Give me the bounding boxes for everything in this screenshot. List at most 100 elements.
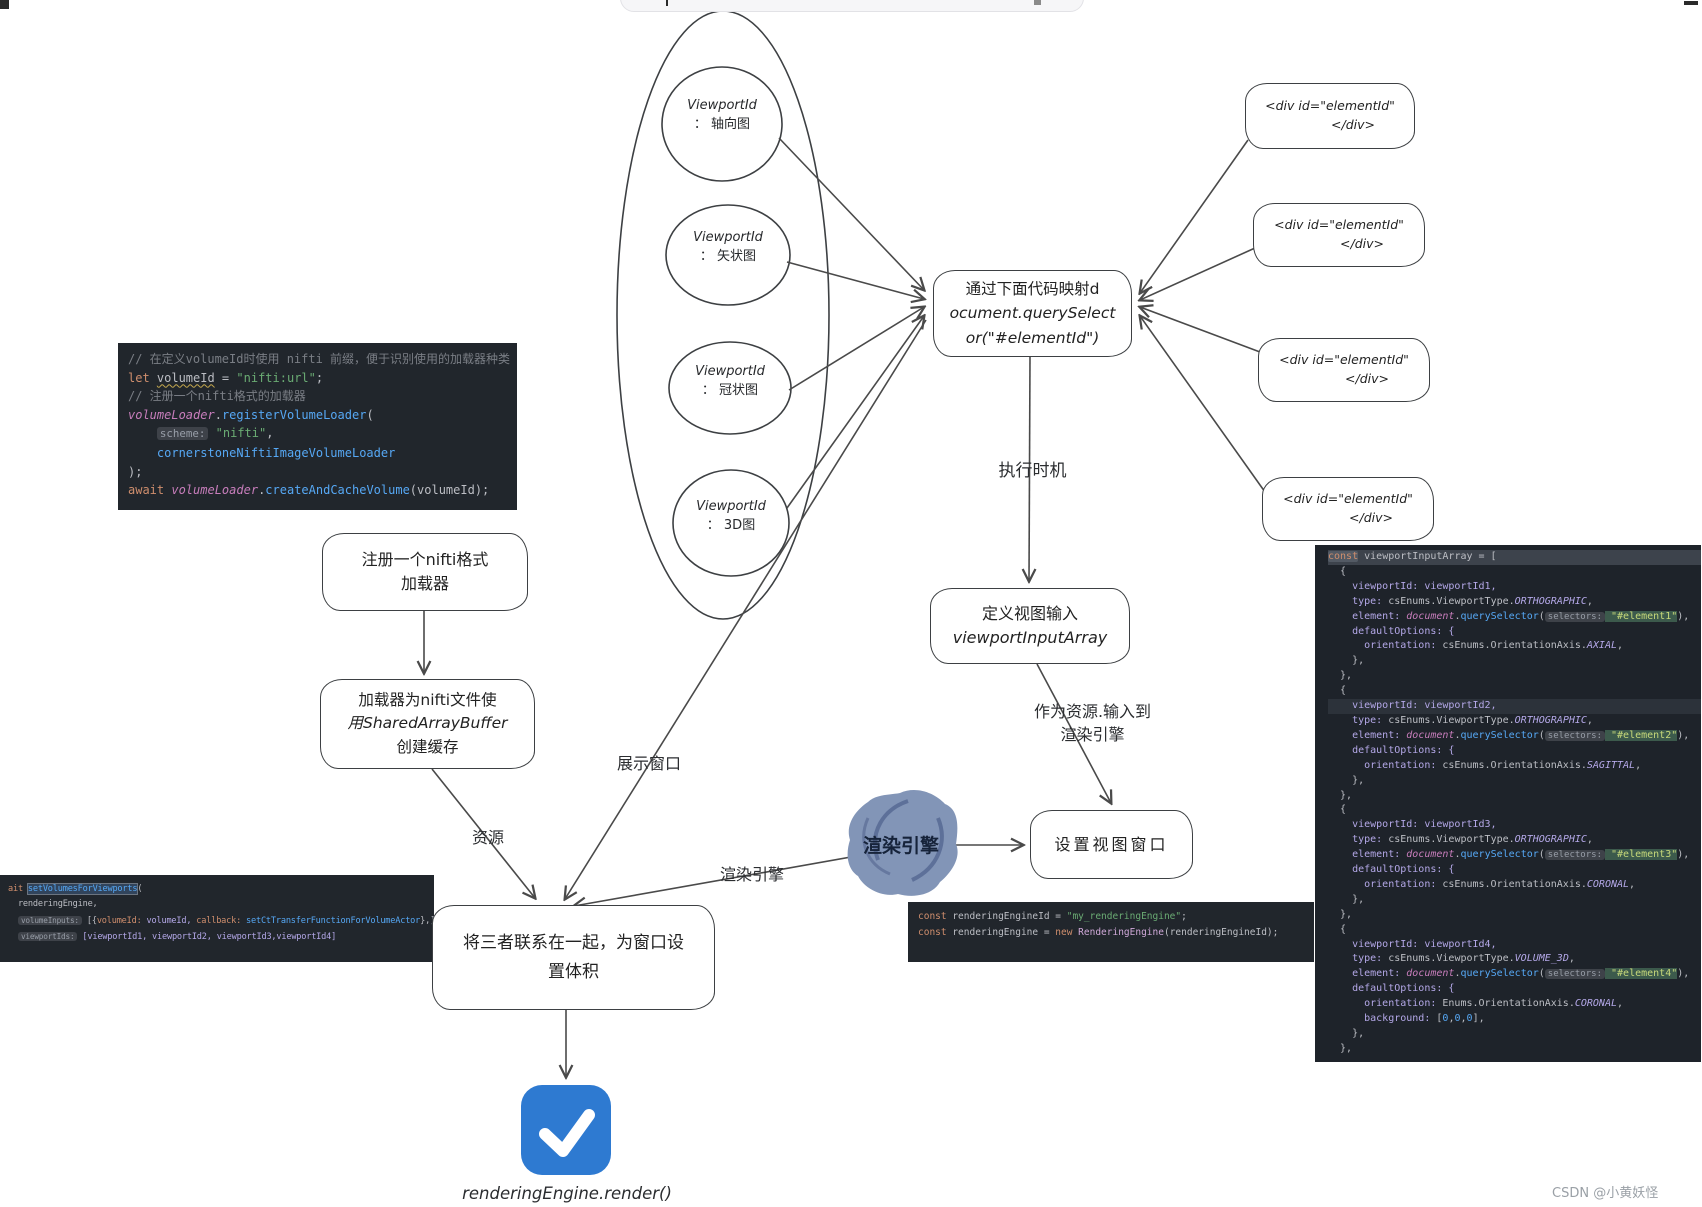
- node-line: viewportInputArray: [952, 628, 1108, 647]
- node-set-viewport-window: 设置视图窗口: [1030, 810, 1193, 879]
- viewport-circle-axial-label: ViewportId ： 轴向图: [662, 98, 782, 132]
- element-div-box-1: <div id="elementId" </div>: [1245, 83, 1415, 149]
- code-line: },: [1328, 1028, 1365, 1039]
- code-line: },: [1328, 908, 1353, 920]
- code-line: },: [1328, 655, 1365, 667]
- find-bar-control[interactable]: [1034, 0, 1041, 5]
- code-line: scheme: "nifti",: [128, 424, 507, 444]
- code-line: viewportId: viewportId4,: [1328, 938, 1497, 950]
- code-line: );: [128, 464, 143, 479]
- code-line: viewportId: viewportId3,: [1328, 819, 1497, 831]
- code-line: element: document.querySelector(selector…: [1328, 610, 1690, 622]
- code-line: },: [1328, 774, 1365, 786]
- node-register-nifti-loader: 注册一个nifti格式 加载器: [322, 533, 528, 611]
- code-line: type: csEnums.ViewportType.ORTHOGRAPHIC,: [1328, 595, 1593, 607]
- label-display-window: 展示窗口: [616, 754, 681, 773]
- circle-sagittal: [665, 204, 791, 306]
- label-resource: 资源: [471, 828, 504, 847]
- label-line: 渲染引擎: [1060, 725, 1125, 745]
- code-line: {: [1328, 685, 1347, 697]
- viewport-id-text: ViewportId: [695, 364, 765, 379]
- code-line: ait setVolumesForViewports(: [8, 883, 143, 895]
- corner-artifact-left: [0, 0, 9, 9]
- code-line: cornerstoneNiftiImageVolumeLoader: [156, 445, 396, 460]
- code-line: orientation: csEnums.OrientationAxis.SAG…: [1328, 759, 1642, 771]
- code-line: // 在定义volumeId时使用 nifti 前缀，便于识别使用的加载器种类: [128, 352, 511, 366]
- viewport-circle-coronal-label: ViewportId ： 冠状图: [670, 364, 790, 398]
- label-as-resource: 作为资源.输入到 渲染引擎: [1015, 700, 1170, 746]
- code-line: viewportIds: [viewportId1, viewportId2, …: [8, 929, 426, 945]
- circle-3d: [672, 469, 790, 577]
- div-open-tag: <div id="elementId": [1265, 98, 1395, 114]
- div-close-tag: </div>: [1345, 371, 1389, 386]
- code-panel-viewport-input-array: const viewportInputArray = [ { viewportI…: [1315, 545, 1701, 1062]
- node-define-viewport-input: 定义视图输入 viewportInputArray: [930, 588, 1130, 664]
- code-line: },: [1328, 893, 1365, 905]
- div-close-tag: </div>: [1331, 117, 1375, 132]
- label-render-call: renderingEngine.render(): [462, 1184, 672, 1203]
- code-line: element: document.querySelector(selector…: [1328, 849, 1690, 861]
- viewport-circle-sagittal-label: ViewportId ： 矢状图: [668, 230, 788, 264]
- code-line: let volumeId = "nifti:url";: [128, 370, 324, 385]
- node-line: 注册一个nifti格式: [361, 550, 489, 569]
- find-bar[interactable]: [620, 0, 1084, 12]
- code-line: {: [1328, 804, 1347, 816]
- node-line: or("#elementId"): [965, 328, 1100, 347]
- csdn-watermark: CSDN @小黄妖怪: [1552, 1186, 1659, 1201]
- viewport-kind-text: ： 冠状图: [701, 383, 759, 398]
- code-line: },: [1328, 670, 1353, 682]
- check-icon: [520, 1084, 612, 1180]
- code-line: orientation: Enums.OrientationAxis.CORON…: [1328, 998, 1624, 1010]
- node-shared-array-buffer: 加载器为nifti文件使 用SharedArrayBuffer 创建缓存: [320, 679, 535, 769]
- code-line: const renderingEngine = new RenderingEng…: [918, 927, 1279, 938]
- viewport-id-text: ViewportId: [687, 98, 757, 113]
- code-line: },: [1328, 1042, 1353, 1054]
- code-line: // 注册一个nifti格式的加载器: [128, 389, 306, 404]
- node-line: 定义视图输入: [981, 604, 1078, 623]
- node-combine-three: 将三者联系在一起，为窗口设 置体积: [432, 905, 715, 1010]
- code-line: await volumeLoader.createAndCacheVolume(…: [128, 483, 490, 498]
- code-line: volumeInputs: [{volumeId: volumeId, call…: [8, 913, 434, 929]
- code-line: renderingEngine,: [8, 899, 98, 910]
- viewport-id-text: ViewportId: [696, 499, 766, 514]
- code-line: background: [0,0,0],: [1328, 1013, 1485, 1025]
- corner-artifact-right: [1684, 1, 1698, 5]
- node-line: 用SharedArrayBuffer: [347, 714, 508, 733]
- node-line: 加载器为nifti文件使: [358, 691, 497, 710]
- label-line: 作为资源.输入到: [1033, 702, 1152, 721]
- code-line: defaultOptions: {: [1328, 625, 1455, 637]
- code-line: defaultOptions: {: [1328, 983, 1455, 995]
- viewport-id-text: ViewportId: [693, 230, 763, 245]
- viewport-kind-text: ： 轴向图: [693, 117, 751, 132]
- element-div-box-4: <div id="elementId" </div>: [1262, 477, 1434, 541]
- node-line: 置体积: [548, 961, 599, 982]
- code-line: },: [1328, 789, 1353, 801]
- element-div-box-2: <div id="elementId" </div>: [1253, 203, 1425, 267]
- code-line: type: csEnums.ViewportType.ORTHOGRAPHIC,: [1328, 714, 1593, 726]
- node-line: 通过下面代码映射d: [965, 280, 1100, 299]
- code-block-volume-loader: // 在定义volumeId时使用 nifti 前缀，便于识别使用的加载器种类 l…: [118, 343, 517, 510]
- code-line: element: document.querySelector(selector…: [1328, 729, 1690, 741]
- node-line: ocument.querySelect: [949, 304, 1116, 323]
- viewport-kind-text: ： 矢状图: [699, 249, 757, 264]
- node-line: 设置视图窗口: [1054, 834, 1169, 854]
- circle-axial: [661, 66, 783, 182]
- element-div-box-3: <div id="elementId" </div>: [1258, 338, 1430, 402]
- viewport-kind-text: ： 3D图: [706, 518, 756, 533]
- label-exec-timing: 执行时机: [998, 461, 1067, 481]
- div-close-tag: </div>: [1340, 236, 1384, 251]
- render-engine-scribble: [847, 790, 958, 896]
- find-bar-caret: [666, 0, 668, 6]
- code-line: defaultOptions: {: [1328, 864, 1455, 876]
- code-line: defaultOptions: {: [1328, 744, 1455, 756]
- code-line: const viewportInputArray = [: [1328, 550, 1701, 565]
- node-line: 将三者联系在一起，为窗口设: [463, 932, 684, 953]
- code-line: element: document.querySelector(selector…: [1328, 968, 1690, 980]
- div-open-tag: <div id="elementId": [1274, 217, 1404, 233]
- code-line: volumeLoader.registerVolumeLoader(: [128, 407, 374, 422]
- code-block-rendering-engine: const renderingEngineId = "my_renderingE…: [908, 902, 1314, 962]
- div-open-tag: <div id="elementId": [1283, 491, 1413, 507]
- viewport-circle-3d-label: ViewportId ： 3D图: [671, 499, 791, 533]
- div-close-tag: </div>: [1349, 510, 1393, 525]
